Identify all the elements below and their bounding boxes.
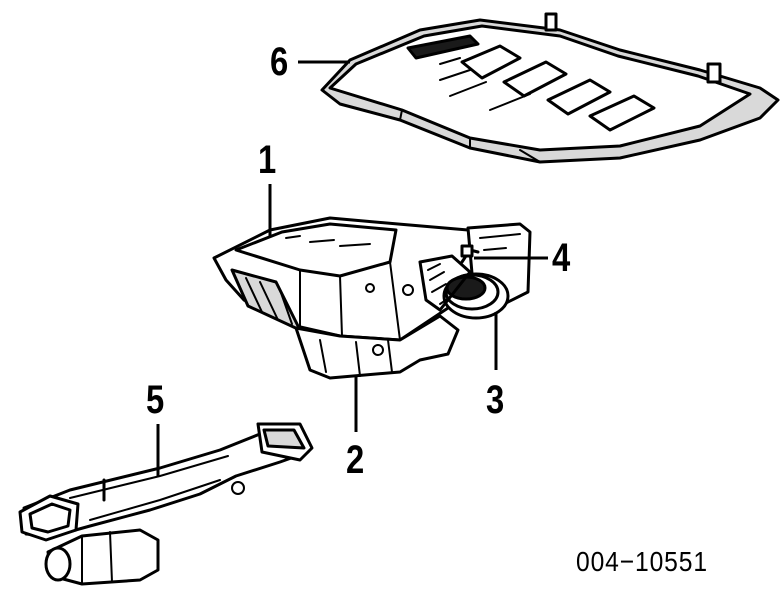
- air-cleaner-housing: [212, 184, 532, 342]
- callout-4: 4: [552, 236, 571, 280]
- callout-6: 6: [270, 40, 289, 84]
- callout-5: 5: [146, 378, 165, 422]
- callout-3: 3: [486, 378, 505, 422]
- lower-housing: [294, 283, 460, 432]
- reference-code: 004−10551: [576, 546, 708, 577]
- callout-1: 1: [258, 138, 277, 182]
- engine-cover: [298, 12, 780, 164]
- intake-hose: [418, 254, 510, 370]
- callout-2: 2: [346, 438, 365, 482]
- hose-clamp: [460, 244, 548, 264]
- inlet-duct: [18, 422, 314, 586]
